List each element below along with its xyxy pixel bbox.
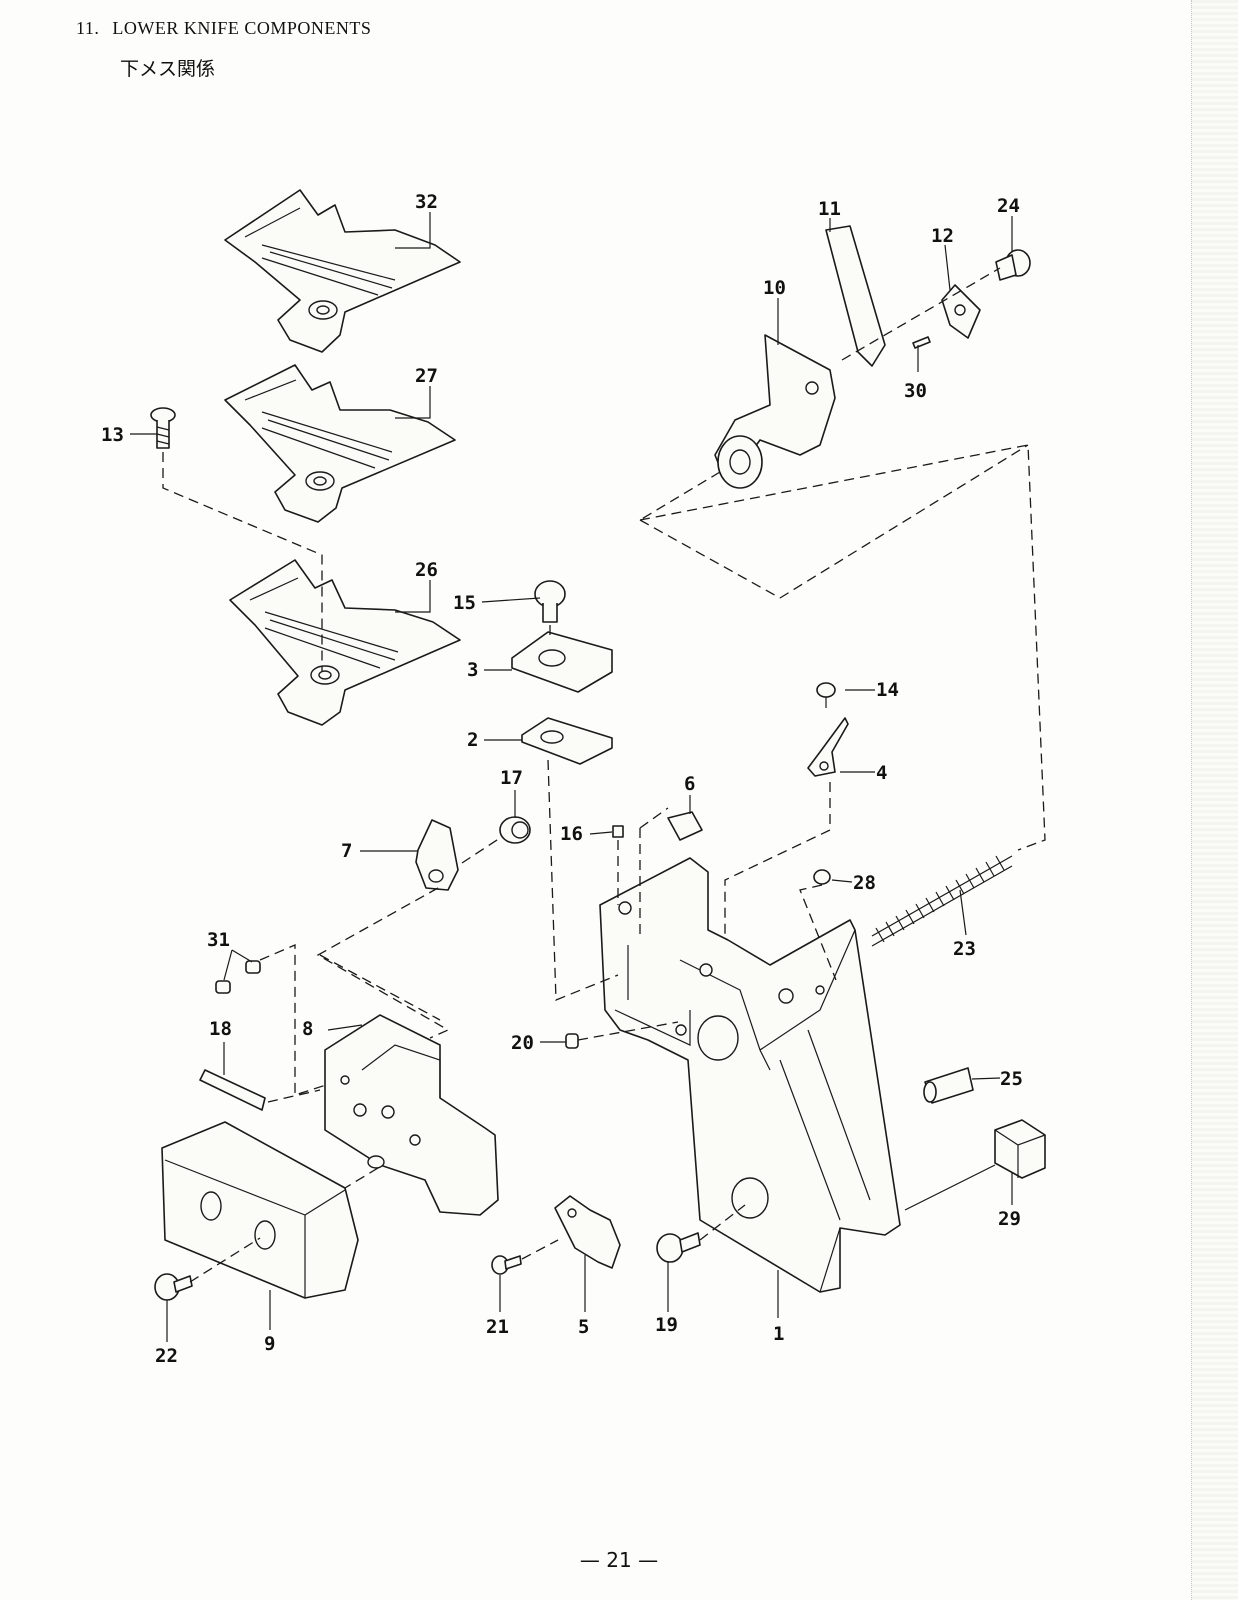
callout-25: 25 <box>1000 1068 1023 1090</box>
plate-2 <box>521 717 613 765</box>
screw-20 <box>565 1033 579 1049</box>
callout-11: 11 <box>818 198 841 220</box>
callout-21: 21 <box>486 1316 509 1338</box>
screw-15 <box>534 580 566 623</box>
callout-5: 5 <box>578 1316 589 1338</box>
callout-labels: 32 27 26 13 11 24 12 10 30 15 3 14 2 4 1… <box>101 191 1023 1367</box>
spring-4 <box>807 717 849 777</box>
callout-9: 9 <box>264 1333 275 1355</box>
pin-30 <box>912 336 931 349</box>
screw-28 <box>813 869 831 885</box>
screw-19 <box>656 1232 701 1263</box>
callout-7: 7 <box>341 840 352 862</box>
frame-1 <box>599 857 901 1293</box>
section-subtitle-ja: 下メス関係 <box>120 58 216 80</box>
leader-lines <box>130 212 1013 1342</box>
knife-holder-10 <box>714 334 836 489</box>
scan-edge-strip <box>1191 0 1238 1600</box>
section-heading: 11. LOWER KNIFE COMPONENTS <box>76 18 371 39</box>
plate-5 <box>554 1195 621 1269</box>
callout-30: 30 <box>904 380 927 402</box>
callout-1: 1 <box>773 1323 784 1345</box>
callout-26: 26 <box>415 559 438 581</box>
screw-22 <box>154 1273 193 1301</box>
bracket-8 <box>324 1014 499 1216</box>
callout-29: 29 <box>998 1208 1021 1230</box>
needle-plate-26 <box>229 559 461 726</box>
callout-31: 31 <box>207 929 230 951</box>
pin-18 <box>199 1069 266 1111</box>
knife-11 <box>825 225 886 367</box>
assembly-lines <box>162 267 1046 1283</box>
screw-14 <box>816 682 836 708</box>
callout-16: 16 <box>560 823 583 845</box>
callout-2: 2 <box>467 729 478 751</box>
callout-32: 32 <box>415 191 438 213</box>
screw-16 <box>612 825 624 838</box>
callout-28: 28 <box>853 872 876 894</box>
callout-8: 8 <box>302 1018 313 1040</box>
callout-4: 4 <box>876 762 887 784</box>
callout-18: 18 <box>209 1018 232 1040</box>
screws-31 <box>215 960 261 994</box>
screw-21 <box>491 1255 522 1275</box>
section-number: 11. <box>76 18 100 38</box>
block-3 <box>511 631 613 693</box>
pin-25 <box>923 1067 974 1104</box>
guard-7 <box>415 819 459 891</box>
spring-23 <box>871 855 1013 947</box>
pin-6 <box>667 811 703 841</box>
callout-27: 27 <box>415 365 438 387</box>
callout-13: 13 <box>101 424 124 446</box>
callout-22: 22 <box>155 1345 178 1367</box>
needle-plate-27 <box>224 364 456 523</box>
screw-13 <box>150 407 176 449</box>
cover-9 <box>161 1121 359 1299</box>
callout-14: 14 <box>876 679 899 701</box>
callout-24: 24 <box>997 195 1020 217</box>
callout-19: 19 <box>655 1314 678 1336</box>
callout-20: 20 <box>511 1032 534 1054</box>
page-number: — 21 — <box>579 1548 659 1572</box>
knife-clamp-12 <box>941 284 981 339</box>
bushing-17 <box>499 816 531 844</box>
callout-23: 23 <box>953 938 976 960</box>
callout-12: 12 <box>931 225 954 247</box>
callout-15: 15 <box>453 592 476 614</box>
block-29 <box>994 1119 1046 1179</box>
callout-17: 17 <box>500 767 523 789</box>
screw-24 <box>995 249 1031 281</box>
needle-plate-32 <box>224 189 461 353</box>
section-title: LOWER KNIFE COMPONENTS <box>112 18 372 38</box>
callout-3: 3 <box>467 659 478 681</box>
callout-10: 10 <box>763 277 786 299</box>
callout-6: 6 <box>684 773 695 795</box>
